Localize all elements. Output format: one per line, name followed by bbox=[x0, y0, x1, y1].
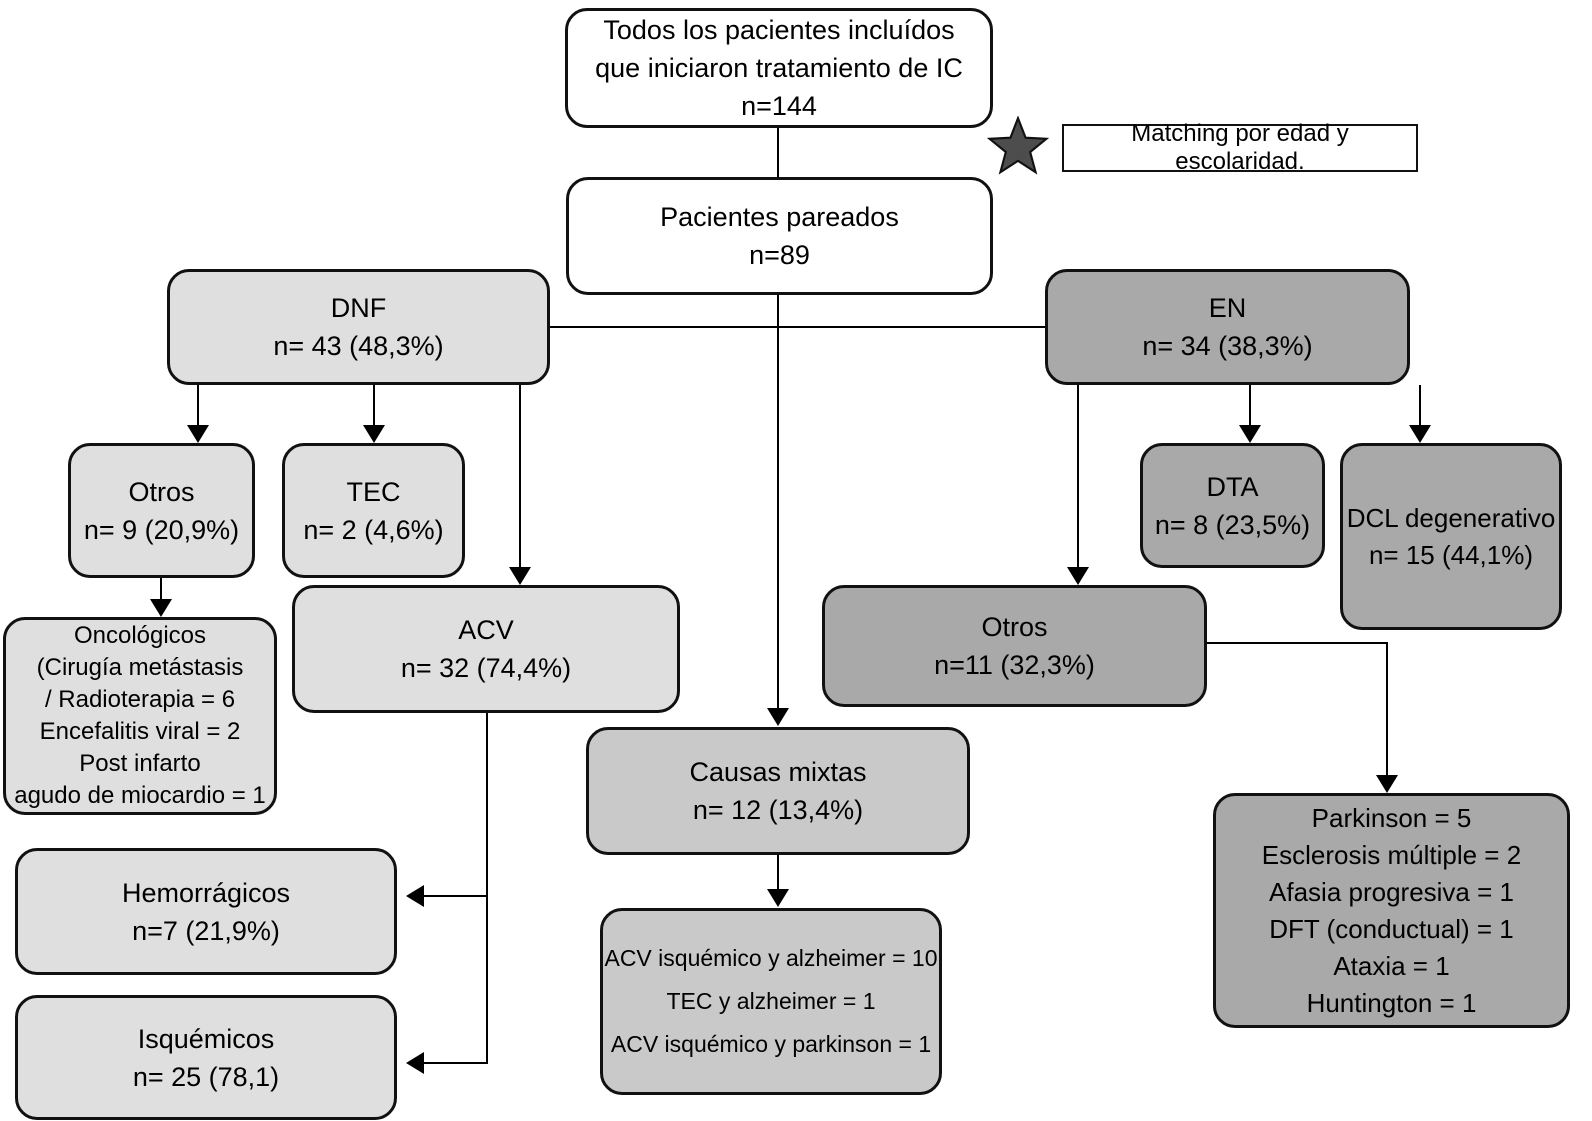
node-line: n= 25 (78,1) bbox=[132, 1061, 280, 1092]
node-line: EN bbox=[1208, 293, 1247, 323]
node-line: n= 43 (48,3%) bbox=[273, 331, 444, 361]
node-line: Isquémicos bbox=[137, 1023, 275, 1054]
node-line: Otros bbox=[128, 476, 195, 507]
connector-en-to-dcl bbox=[1419, 385, 1421, 426]
node-line: Todos los pacientes incluídos bbox=[603, 15, 955, 45]
connector-en-to-dta bbox=[1249, 385, 1251, 426]
node-causas-mixtas: Causas mixtas n= 12 (13,4%) bbox=[586, 727, 970, 855]
connector-total-to-pareados bbox=[777, 128, 779, 177]
node-oncologicos: Oncológicos (Cirugía metástasis / Radiot… bbox=[3, 617, 277, 815]
node-otros-en: Otros n=11 (32,3%) bbox=[822, 585, 1207, 707]
node-line: n=11 (32,3%) bbox=[934, 650, 1095, 680]
node-line: n=144 bbox=[741, 91, 817, 121]
node-line: TEC bbox=[346, 476, 401, 507]
connector-otros-en-horizontal bbox=[1207, 642, 1388, 644]
matching-label-text: Matching por edad y escolaridad. bbox=[1131, 120, 1349, 175]
arrowhead-mixtas-detalle-icon bbox=[767, 889, 789, 907]
node-line: n= 9 (20,9%) bbox=[83, 514, 240, 545]
star-icon bbox=[986, 116, 1050, 175]
connector-otros-en-vertical bbox=[1386, 642, 1388, 776]
node-line: que iniciaron tratamiento de IC bbox=[595, 53, 963, 83]
connector-acv-to-isquemicos bbox=[424, 1062, 488, 1064]
node-isquemicos: Isquémicos n= 25 (78,1) bbox=[15, 995, 397, 1120]
node-line: Huntington = 1 bbox=[1306, 987, 1477, 1018]
arrowhead-isquemicos-icon bbox=[406, 1052, 424, 1074]
node-line: n=7 (21,9%) bbox=[132, 915, 280, 946]
node-en: EN n= 34 (38,3%) bbox=[1045, 269, 1410, 385]
node-line: agudo de miocardio = 1 bbox=[14, 782, 266, 809]
arrowhead-oncologicos-icon bbox=[150, 599, 172, 617]
arrowhead-otros-en-icon bbox=[1067, 567, 1089, 585]
arrowhead-acv-icon bbox=[509, 567, 531, 585]
node-hemorragicos: Hemorrágicos n=7 (21,9%) bbox=[15, 848, 397, 975]
node-line: n= 34 (38,3%) bbox=[1142, 331, 1313, 361]
connector-dnf-to-acv bbox=[519, 385, 521, 568]
node-dta: DTA n= 8 (23,5%) bbox=[1140, 443, 1325, 568]
node-line: Hemorrágicos bbox=[121, 877, 291, 908]
node-acv: ACV n= 32 (74,4%) bbox=[292, 585, 680, 713]
node-line: DFT (conductual) = 1 bbox=[1269, 913, 1514, 944]
arrowhead-otros-dnf-icon bbox=[187, 425, 209, 443]
node-line: n=89 bbox=[749, 240, 810, 270]
node-line: Oncológicos bbox=[73, 622, 207, 649]
node-line: Encefalitis viral = 2 bbox=[39, 718, 241, 745]
node-line: (Cirugía metástasis bbox=[36, 654, 244, 681]
node-line: ACV isquémico y alzheimer = 10 bbox=[604, 945, 938, 971]
connector-causas-to-detalle bbox=[777, 855, 779, 890]
connector-pareados-to-causas bbox=[777, 295, 779, 710]
node-line: Otros bbox=[981, 612, 1048, 642]
node-tec: TEC n= 2 (4,6%) bbox=[282, 443, 465, 578]
arrowhead-tec-icon bbox=[363, 425, 385, 443]
arrowhead-dcl-icon bbox=[1409, 425, 1431, 443]
node-dcl-degenerativo: DCL degenerativo n= 15 (44,1%) bbox=[1340, 443, 1562, 630]
node-line: ACV isquémico y parkinson = 1 bbox=[610, 1031, 932, 1057]
node-line: n= 8 (23,5%) bbox=[1154, 509, 1311, 540]
node-paired-patients: Pacientes pareados n=89 bbox=[566, 177, 993, 295]
arrowhead-parkinson-icon bbox=[1376, 775, 1398, 793]
node-line: DNF bbox=[330, 293, 387, 323]
connector-dnf-en bbox=[550, 326, 1047, 328]
node-line: n= 32 (74,4%) bbox=[400, 653, 572, 683]
node-line: Ataxia = 1 bbox=[1333, 950, 1450, 981]
arrowhead-dta-icon bbox=[1239, 425, 1261, 443]
node-line: TEC y alzheimer = 1 bbox=[666, 988, 876, 1014]
connector-dnf-to-tec bbox=[373, 385, 375, 426]
node-line: n= 12 (13,4%) bbox=[692, 795, 864, 825]
arrowhead-causas-icon bbox=[767, 708, 789, 726]
connector-dnf-to-otros bbox=[197, 385, 199, 426]
connector-en-to-otros bbox=[1077, 385, 1079, 568]
node-line: Post infarto bbox=[79, 750, 201, 777]
matching-label: Matching por edad y escolaridad. bbox=[1062, 120, 1418, 175]
node-total-patients: Todos los pacientes incluídos que inicia… bbox=[565, 8, 993, 128]
node-otros-dnf: Otros n= 9 (20,9%) bbox=[68, 443, 255, 578]
node-line: Afasia progresiva = 1 bbox=[1269, 876, 1514, 907]
node-line: / Radioterapia = 6 bbox=[44, 686, 236, 713]
node-line: n= 15 (44,1%) bbox=[1368, 539, 1534, 570]
node-line: DTA bbox=[1206, 471, 1259, 502]
node-en-otros-detalle: Parkinson = 5 Esclerosis múltiple = 2 Af… bbox=[1213, 793, 1570, 1028]
connector-acv-to-hemorragicos bbox=[424, 895, 488, 897]
node-causas-mixtas-detalle: ACV isquémico y alzheimer = 10 TEC y alz… bbox=[600, 908, 942, 1095]
connector-acv-stem bbox=[486, 713, 488, 1064]
node-line: Pacientes pareados bbox=[660, 202, 899, 232]
node-line: Parkinson = 5 bbox=[1311, 802, 1472, 833]
node-line: n= 2 (4,6%) bbox=[303, 514, 444, 545]
node-dnf: DNF n= 43 (48,3%) bbox=[167, 269, 550, 385]
node-line: ACV bbox=[458, 615, 514, 645]
node-line: Causas mixtas bbox=[689, 757, 867, 787]
arrowhead-hemorragicos-icon bbox=[406, 885, 424, 907]
node-line: Esclerosis múltiple = 2 bbox=[1261, 839, 1522, 870]
connector-otros-to-oncologicos bbox=[160, 578, 162, 600]
node-line: DCL degenerativo bbox=[1346, 502, 1556, 533]
